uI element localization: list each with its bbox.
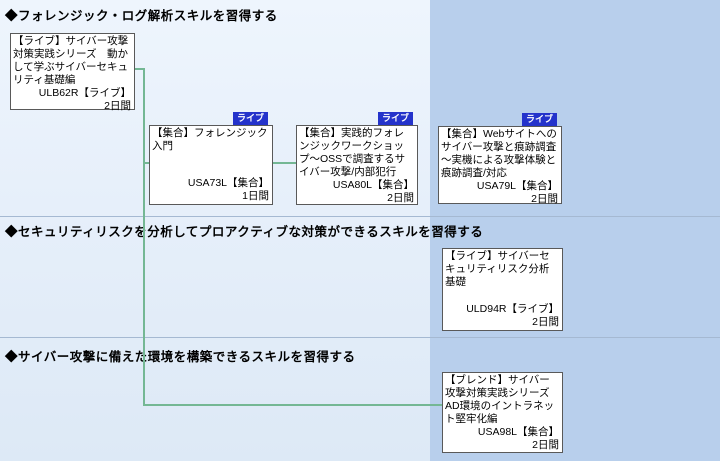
course-duration: 2日間 — [532, 439, 559, 451]
course-code: USA80L【集合】 — [332, 179, 414, 191]
course-code: ULB62R【ライブ】 — [38, 87, 131, 99]
connector-line-vertical — [143, 68, 145, 406]
course-duration: 2日間 — [532, 316, 559, 328]
course-box-usa98l[interactable]: 【ブレンド】サイバー攻撃対策実践シリーズ AD環境のイントラネット堅牢化編 US… — [442, 372, 563, 453]
course-duration: 2日間 — [104, 100, 131, 112]
course-code: USA98L【集合】 — [477, 426, 559, 438]
course-box-ulb62r[interactable]: 【ライブ】サイバー攻撃対策実践シリーズ 動かして学ぶサイバーセキュリティ基礎編 … — [10, 33, 135, 112]
live-badge: ライブ — [377, 112, 413, 125]
live-badge: ライブ — [521, 113, 557, 126]
course-duration: 1日間 — [242, 190, 269, 202]
connector-line — [143, 404, 443, 406]
course-box-usa80l[interactable]: ライブ 【集合】実践的フォレンジックワークショップ～OSSで調査するサイバー攻撃… — [296, 112, 418, 205]
section-header-risk-analysis: ◆セキュリティリスクを分析してプロアクティブな対策ができるスキルを習得する — [5, 225, 484, 239]
course-box-usa79l[interactable]: ライブ 【集合】Webサイトへのサイバー攻撃と痕跡調査～実機による攻撃体験と痕跡… — [438, 113, 562, 205]
spacer — [445, 289, 559, 303]
connector-line — [273, 162, 297, 164]
section-header-environment: ◆サイバー攻撃に備えた環境を構築できるスキルを習得する — [5, 350, 356, 364]
course-title: 【集合】実践的フォレンジックワークショップ～OSSで調査するサイバー攻撃/内部犯… — [299, 127, 406, 178]
course-title: 【ブレンド】サイバー攻撃対策実践シリーズ AD環境のイントラネット堅牢化編 — [445, 374, 560, 425]
course-title: 【集合】Webサイトへのサイバー攻撃と痕跡調査～実機による攻撃体験と痕跡調査/対… — [441, 128, 557, 179]
course-code: USA73L【集合】 — [187, 177, 269, 189]
course-duration: 2日間 — [531, 193, 558, 205]
course-box-usa73l[interactable]: ライブ 【集合】フォレンジック入門 USA73L【集合】 1日間 — [149, 112, 273, 205]
section-header-forensics: ◆フォレンジック・ログ解析スキルを習得する — [5, 9, 278, 23]
course-duration: 2日間 — [387, 192, 414, 204]
spacer — [152, 153, 269, 177]
section-divider-1 — [0, 216, 720, 217]
section-divider-2 — [0, 337, 720, 338]
course-code: ULD94R【ライブ】 — [466, 303, 559, 315]
course-title: 【ライブ】サイバー攻撃対策実践シリーズ 動かして学ぶサイバーセキュリティ基礎編 — [13, 35, 129, 86]
course-code: USA79L【集合】 — [476, 180, 558, 192]
connector-line — [143, 162, 150, 164]
course-title: 【集合】フォレンジック入門 — [152, 127, 268, 152]
live-badge: ライブ — [232, 112, 268, 125]
connector-line — [135, 68, 144, 70]
course-title: 【ライブ】サイバーセキュリティリスク分析基礎 — [445, 250, 550, 288]
course-box-uld94r[interactable]: 【ライブ】サイバーセキュリティリスク分析基礎 ULD94R【ライブ】 2日間 — [442, 248, 563, 331]
